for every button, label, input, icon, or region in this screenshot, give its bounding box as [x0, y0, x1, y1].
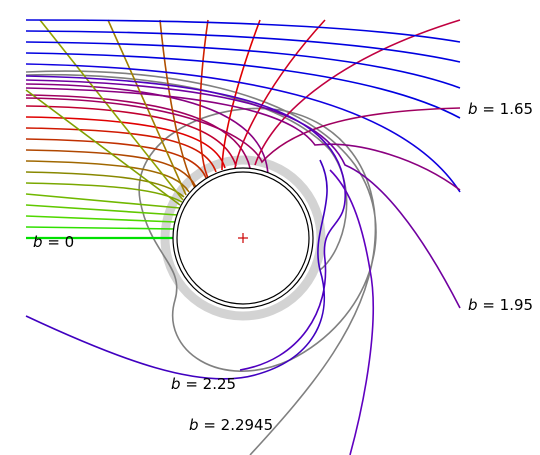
ray	[25, 94, 251, 169]
ray	[25, 127, 217, 173]
ray	[25, 204, 179, 216]
ray-b195	[25, 79, 461, 309]
ray-b225	[25, 159, 328, 380]
ray	[199, 19, 209, 179]
ray-b165	[25, 97, 461, 164]
label-b225: b = 2.25	[171, 375, 236, 393]
ray	[25, 215, 177, 223]
ray	[25, 83, 269, 176]
label-b195: b = 1.95	[468, 296, 533, 314]
ray	[25, 182, 183, 203]
ray	[25, 149, 197, 188]
ray	[25, 52, 461, 119]
ray-fan	[25, 19, 461, 455]
ray	[25, 87, 461, 191]
critical-orbit-outer	[25, 70, 377, 455]
label-b22945: b = 2.2945	[189, 416, 273, 434]
ray	[25, 63, 461, 193]
ray	[25, 30, 461, 63]
ray	[39, 19, 184, 201]
ray	[25, 116, 226, 169]
label-b0: b = 0	[33, 233, 74, 251]
ray	[221, 19, 261, 171]
critical-orbit-inner	[25, 73, 348, 271]
ray	[25, 105, 237, 167]
label-b165: b = 1.65	[468, 100, 533, 118]
event-horizon-inner	[176, 171, 310, 305]
ray	[25, 19, 461, 43]
ray	[25, 193, 181, 209]
ray	[25, 226, 176, 230]
ray	[25, 89, 181, 206]
ray	[329, 169, 375, 455]
ray	[25, 160, 190, 193]
center-marker	[238, 233, 248, 243]
ray	[25, 75, 346, 371]
ray	[159, 19, 196, 189]
ray	[25, 138, 207, 179]
ray	[25, 41, 461, 89]
